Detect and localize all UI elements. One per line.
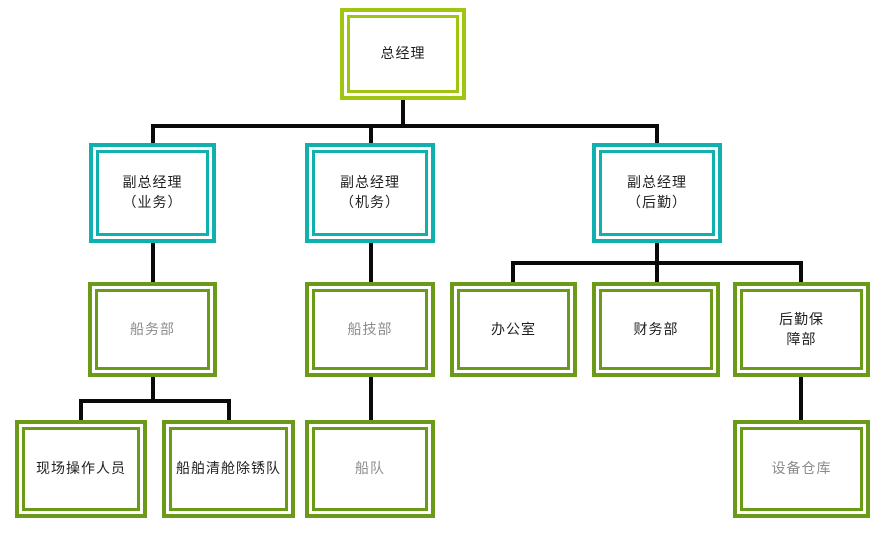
org-node-general-manager[interactable]: 总经理	[340, 8, 466, 100]
connector-bus-level2	[151, 124, 659, 128]
org-node-equipment-warehouse[interactable]: 设备仓库	[733, 420, 870, 518]
org-node-label: 船务部	[95, 289, 210, 370]
connector-drop-derust-team	[227, 399, 231, 420]
connector-drop-logistics-support	[799, 261, 803, 282]
connector-drop-finance	[655, 261, 659, 282]
connector-bus-shipping-children	[79, 399, 231, 403]
connector-gm-drop	[401, 100, 405, 127]
org-node-label: 船队	[312, 427, 428, 511]
connector-drop-deputy-machinery	[369, 124, 373, 143]
org-node-finance-department[interactable]: 财务部	[592, 282, 720, 377]
connector-shipping-drop	[151, 377, 155, 403]
org-node-office[interactable]: 办公室	[450, 282, 577, 377]
connector-logsupport-to-warehouse	[799, 377, 803, 420]
org-node-label: 办公室	[457, 289, 570, 370]
org-node-deputy-gm-logistics[interactable]: 副总经理 （后勤）	[592, 143, 722, 243]
org-node-label: 船技部	[312, 289, 428, 370]
connector-drop-office	[511, 261, 515, 282]
org-node-label: 财务部	[599, 289, 713, 370]
org-node-logistics-support-department[interactable]: 后勤保 障部	[733, 282, 870, 377]
connector-business-to-shipping	[151, 243, 155, 282]
org-node-shipping-department[interactable]: 船务部	[88, 282, 217, 377]
org-node-ship-technology-department[interactable]: 船技部	[305, 282, 435, 377]
org-node-deputy-gm-business[interactable]: 副总经理 （业务）	[89, 143, 216, 243]
connector-drop-field-operators	[79, 399, 83, 420]
connector-drop-deputy-logistics	[655, 124, 659, 143]
connector-machinery-to-shiptech	[369, 243, 373, 282]
org-node-label: 设备仓库	[740, 427, 863, 511]
connector-shiptech-to-fleet	[369, 377, 373, 420]
org-node-label: 船舶清舱除锈队	[169, 427, 288, 511]
org-node-tank-cleaning-derusting-team[interactable]: 船舶清舱除锈队	[162, 420, 295, 518]
org-node-label: 总经理	[347, 15, 459, 93]
org-node-label: 副总经理 （机务）	[312, 150, 428, 236]
org-node-label: 后勤保 障部	[740, 289, 863, 370]
org-node-deputy-gm-machinery[interactable]: 副总经理 （机务）	[305, 143, 435, 243]
connector-drop-deputy-business	[151, 124, 155, 143]
org-node-field-operators[interactable]: 现场操作人员	[15, 420, 147, 518]
org-node-label: 现场操作人员	[22, 427, 140, 511]
connector-logistics-drop	[655, 243, 659, 265]
org-node-fleet[interactable]: 船队	[305, 420, 435, 518]
org-node-label: 副总经理 （后勤）	[599, 150, 715, 236]
org-node-label: 副总经理 （业务）	[96, 150, 209, 236]
